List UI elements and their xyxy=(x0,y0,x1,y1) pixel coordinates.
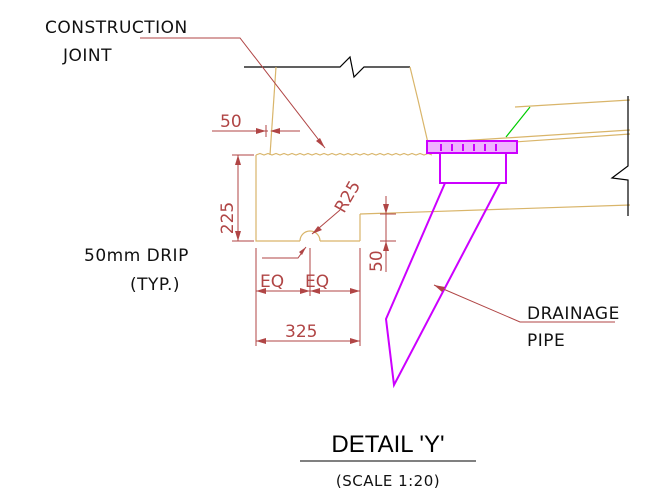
drip-label-line2: (TYP.) xyxy=(130,275,180,295)
detail-scale: (SCALE 1:20) xyxy=(336,472,440,490)
leader-arrows xyxy=(299,138,445,292)
concrete-outline xyxy=(255,66,631,242)
height-dimension: 225 xyxy=(218,202,238,234)
construction-joint-label-line1: CONSTRUCTION xyxy=(45,18,188,38)
top-offset-dimension: 50 xyxy=(220,112,242,132)
break-line-right xyxy=(610,96,629,216)
drainage-pipe xyxy=(384,140,518,389)
drip-label-line1: 50mm DRIP xyxy=(84,246,189,266)
drip-depth-dimension: 50 xyxy=(367,250,387,272)
eq-right-dimension: EQ xyxy=(305,272,329,292)
drainage-pipe-label-line2: PIPE xyxy=(527,331,565,351)
leader-lines xyxy=(140,37,615,323)
eq-left-dimension: EQ xyxy=(260,272,284,292)
dimension-arrows xyxy=(235,128,389,344)
construction-joint-label-line2: JOINT xyxy=(62,46,112,66)
break-line-top xyxy=(244,55,410,79)
detail-title: DETAIL 'Y' xyxy=(331,431,444,458)
width-dimension: 325 xyxy=(285,322,317,342)
accent-line xyxy=(505,106,531,138)
drainage-pipe-label-line1: DRAINAGE xyxy=(527,304,620,324)
radius-dimension: R25 xyxy=(331,178,365,217)
